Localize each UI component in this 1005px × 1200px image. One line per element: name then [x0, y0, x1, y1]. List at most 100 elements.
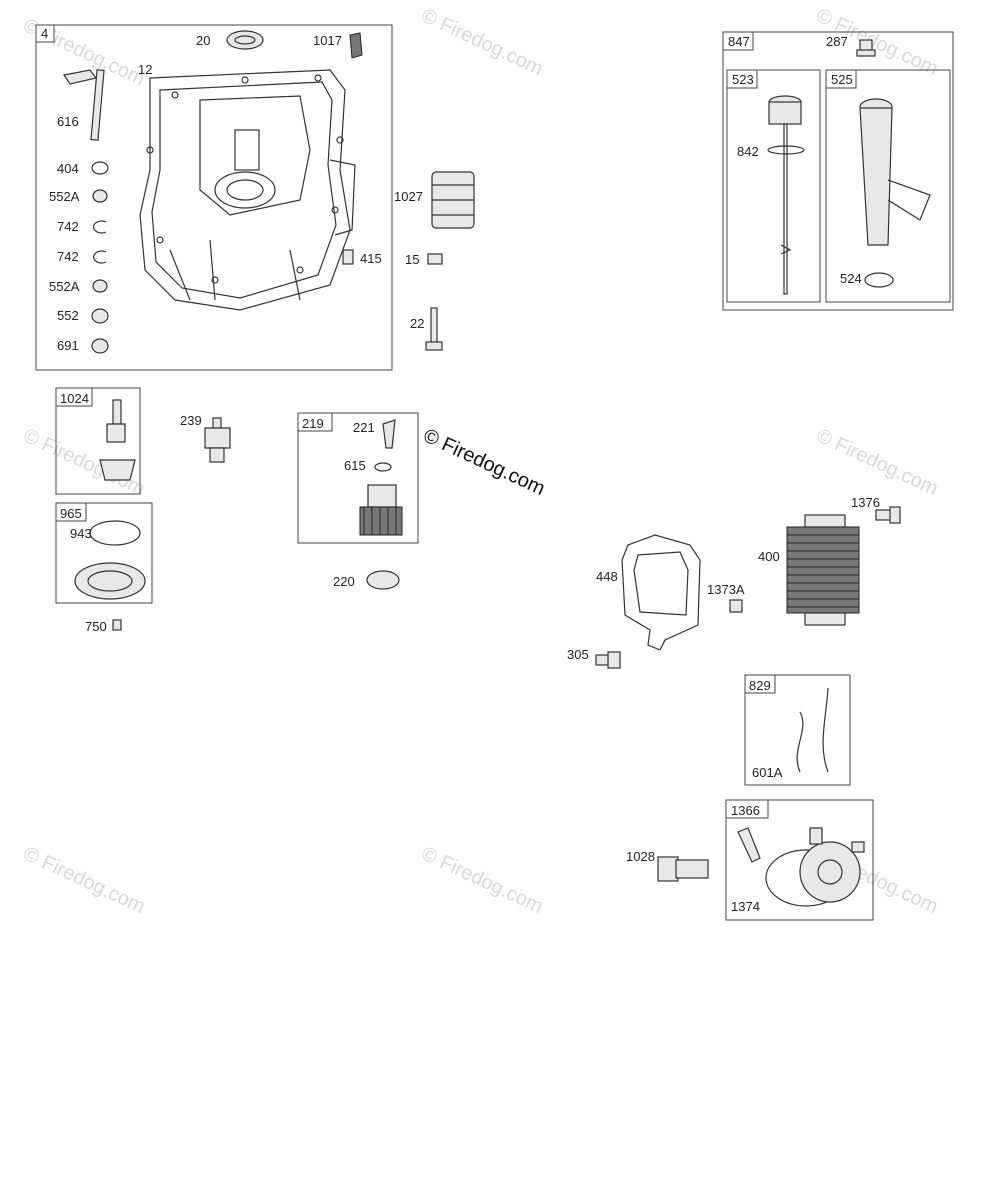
- part-label-220: 220: [333, 574, 355, 589]
- dipstick-illustration: [767, 95, 805, 295]
- group-label: 1024: [60, 391, 89, 406]
- group-1366: 1366 1374: [725, 799, 874, 921]
- part-label-287: 287: [826, 34, 848, 49]
- crankcase-cover-illustration: [139, 69, 356, 311]
- group-829-tag: [744, 674, 776, 694]
- part-label-1028: 1028: [626, 849, 655, 864]
- fill-tube-illustration: [859, 98, 931, 288]
- part-label-615: 615: [344, 458, 366, 473]
- group-4-tag: [35, 24, 55, 43]
- part-label-691: 691: [57, 338, 79, 353]
- group-847-frame: [722, 31, 954, 311]
- group-829: 829 601A: [744, 674, 851, 786]
- gear-illustration: [359, 484, 403, 536]
- part-label-1017: 1017: [313, 33, 342, 48]
- part-label-20: 20: [196, 33, 210, 48]
- part-1024-illustration: [99, 399, 136, 481]
- group-label: 1366: [731, 803, 760, 818]
- part-239-illustration: [204, 417, 231, 463]
- part-label-742: 742: [57, 249, 79, 264]
- watermarks: © Firedog.com © Firedog.com © Firedog.co…: [20, 5, 941, 918]
- part-750-illustration: [112, 619, 122, 631]
- cover-plate-illustration: [74, 562, 146, 600]
- group-523-tag: [726, 69, 758, 89]
- part-label-842: 842: [737, 144, 759, 159]
- part-1027-illustration: [431, 171, 475, 229]
- watermark: © Firedog.com: [20, 843, 148, 918]
- washers-and-clips: [91, 161, 109, 354]
- part-616-illustration: [62, 69, 105, 141]
- part-220-illustration: [366, 570, 400, 590]
- group-965-tag: [55, 502, 87, 522]
- part-943-illustration: [89, 520, 141, 546]
- part-label-22: 22: [410, 316, 424, 331]
- part-400-illustration: [786, 514, 860, 626]
- watermark-center: © Firedog.com: [420, 425, 548, 500]
- part-label-943: 943: [70, 526, 92, 541]
- group-847: 847 523 525 287 842 524: [722, 31, 954, 311]
- part-label-239: 239: [180, 413, 202, 428]
- group-847-tag: [722, 31, 754, 51]
- hoses-illustration: [796, 687, 829, 773]
- loose-parts-top-middle: 1027 415 15 22: [342, 171, 475, 351]
- group-label: 829: [749, 678, 771, 693]
- part-287-illustration: [856, 39, 876, 57]
- part-label-404: 404: [57, 161, 79, 176]
- part-1028-illustration: [657, 856, 709, 882]
- part-label-1376: 1376: [851, 495, 880, 510]
- part-label-552A: 552A: [49, 189, 80, 204]
- group-965: 965 943: [55, 502, 153, 604]
- part-label-221: 221: [353, 420, 375, 435]
- part-label-12: 12: [138, 62, 152, 77]
- part-label-415: 415: [360, 251, 382, 266]
- group-label: 4: [41, 26, 48, 41]
- group-1366-tag: [725, 799, 769, 819]
- part-1374-illustration: [765, 827, 865, 907]
- part-label-552: 552: [57, 308, 79, 323]
- group-219-frame: [297, 412, 419, 544]
- group-219-tag: [297, 412, 333, 432]
- group-4: 4: [35, 24, 393, 371]
- elbow-fitting-illustration: [737, 827, 761, 863]
- part-22-illustration: [425, 307, 443, 351]
- group-525-frame: [825, 69, 951, 303]
- part-label-750: 750: [85, 619, 107, 634]
- part-label-1373A: 1373A: [707, 582, 745, 597]
- part-305-illustration: [595, 651, 621, 669]
- group-label: 219: [302, 416, 324, 431]
- part-1017-illustration: [349, 32, 363, 59]
- group-label: 525: [831, 72, 853, 87]
- part-label-601A: 601A: [752, 765, 783, 780]
- part-615-illustration: [374, 462, 392, 472]
- watermark: © Firedog.com: [418, 843, 546, 918]
- part-415-illustration: [342, 249, 354, 265]
- part-label-400: 400: [758, 549, 780, 564]
- group-219: 219 221 615: [297, 412, 419, 544]
- watermark: © Firedog.com: [418, 5, 546, 80]
- part-label-1374: 1374: [731, 899, 760, 914]
- group-523-frame: [726, 69, 821, 303]
- part-label-1027: 1027: [394, 189, 423, 204]
- part-label-524: 524: [840, 271, 862, 286]
- part-1373A-illustration: [729, 599, 743, 613]
- part-448-illustration: [621, 534, 701, 651]
- group-965-frame: [55, 502, 153, 604]
- part-label-552A: 552A: [49, 279, 80, 294]
- part-label-15: 15: [405, 252, 419, 267]
- group-label: 965: [60, 506, 82, 521]
- group-829-frame: [744, 674, 851, 786]
- oil-cooler-area: 1376 400 448 1373A 305: [567, 495, 901, 669]
- group-label: 847: [728, 34, 750, 49]
- part-20-illustration: [226, 30, 264, 50]
- group-1366-frame: [725, 799, 874, 921]
- part-label-616: 616: [57, 114, 79, 129]
- part-15-illustration: [427, 253, 443, 265]
- group-4-frame: [35, 24, 393, 371]
- part-221-illustration: [382, 419, 396, 449]
- group-1024-frame: [55, 387, 141, 495]
- watermark: © Firedog.com: [813, 425, 941, 500]
- group-1024-tag: [55, 387, 93, 407]
- part-1376-illustration: [875, 506, 901, 524]
- part-label-742: 742: [57, 219, 79, 234]
